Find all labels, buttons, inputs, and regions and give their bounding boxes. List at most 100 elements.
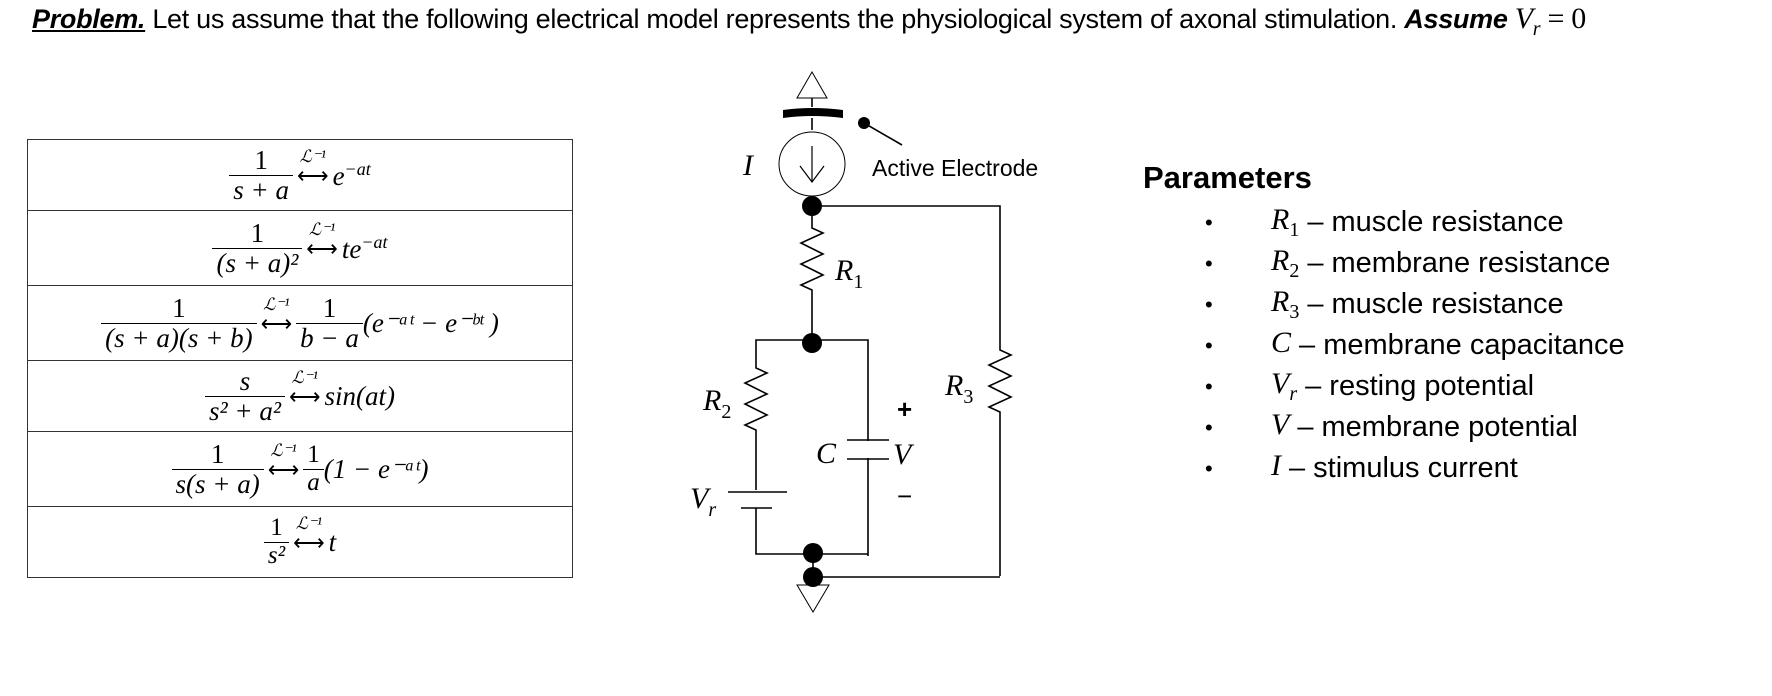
wire (755, 339, 869, 556)
wire (755, 508, 868, 555)
rhs-expression: t (328, 526, 337, 557)
inverse-laplace-operator: ℒ⁻¹ (295, 513, 323, 533)
wire (812, 205, 1001, 345)
list-item: •V– membrane potential (1143, 407, 1625, 448)
junction-node (802, 333, 822, 353)
problem-label: Problem. (32, 4, 146, 34)
lhs-fraction: 1(s + a)(s + b) (101, 294, 257, 352)
rhs-base: e (332, 160, 345, 191)
lhs-numerator: s (239, 366, 251, 397)
ground-triangle-icon (796, 584, 830, 613)
assume-label: Assume (1404, 4, 1508, 34)
param-description: – resting potential (1305, 370, 1535, 402)
r2-label: R2 (702, 384, 731, 423)
problem-text: Let us assume that the following electri… (145, 4, 1405, 34)
param-symbol: R2 (1271, 244, 1299, 283)
lhs-numerator: 1 (270, 514, 283, 542)
inverse-laplace-arrow: ℒ⁻¹⟷ (297, 148, 329, 187)
param-description: – stimulus current (1289, 452, 1518, 484)
lhs-numerator: 1 (210, 439, 225, 470)
rhs-expression: e−at (333, 159, 371, 192)
rhs-numerator: 1 (307, 441, 320, 469)
table-cell: 1(s + a)² ℒ⁻¹⟷ te−at (27, 210, 573, 286)
param-symbol: V (1271, 408, 1289, 447)
capacitor-label: C (816, 437, 837, 470)
list-item: •R1– muscle resistance (1143, 202, 1625, 243)
parameters-title: Parameters (1143, 160, 1312, 195)
circuit-diagram: I R1 R2 R3 C V Vr + − Active Electrode (690, 70, 1038, 613)
resistor-r1-icon (799, 216, 825, 343)
r3-label-base: R (944, 369, 963, 402)
inverse-laplace-arrow: ℒ⁻¹⟷ (268, 442, 300, 481)
param-symbol-base: C (1271, 326, 1292, 359)
param-symbol-base: R (1271, 203, 1290, 236)
parameters-section: Parameters •R1– muscle resistance •R2– m… (1143, 160, 1625, 489)
double-arrow-icon: ⟷ (288, 383, 321, 409)
r1-label-sub: 1 (853, 271, 863, 293)
inverse-laplace-operator: ℒ⁻¹ (270, 440, 297, 460)
lhs-denominator: (s + a)² (212, 247, 303, 277)
inverse-laplace-operator: ℒ⁻¹ (308, 219, 336, 239)
rhs-expression: (e⁻ᵃᵗ − e⁻ᵇᵗ ) (362, 307, 499, 338)
r3-label: R3 (944, 369, 973, 408)
param-symbol: R1 (1271, 203, 1299, 242)
electrode-plate-icon (783, 108, 843, 118)
assume-symbol-sub: r (1532, 18, 1541, 40)
table-row: 1(s + a)² ℒ⁻¹⟷ te−at (27, 210, 573, 286)
vr-label-sub: r (708, 499, 716, 521)
list-item: •R3– muscle resistance (1143, 284, 1625, 325)
param-symbol-base: V (1271, 367, 1290, 400)
rhs-expression: (1 − e⁻ᵃᵗ) (323, 453, 429, 484)
list-item: • Vr – resting potential (1143, 366, 1625, 407)
param-description: – membrane potential (1297, 411, 1578, 443)
bullet-icon: • (1205, 209, 1213, 235)
inverse-laplace-operator: ℒ⁻¹ (291, 367, 318, 387)
rhs-expression: sin(at) (324, 380, 395, 411)
param-symbol-base: R (1271, 244, 1290, 277)
minus-sign: − (897, 481, 912, 511)
parameters-list: •R1– muscle resistance •R2– membrane res… (1143, 202, 1625, 489)
inverse-laplace-arrow: ℒ⁻¹⟷ (261, 296, 293, 335)
rhs-exponent: −at (344, 158, 371, 179)
vr-label-base: V (690, 482, 712, 515)
inverse-laplace-operator: ℒ⁻¹ (263, 294, 290, 314)
bullet-icon: • (1205, 373, 1213, 399)
lhs-denominator: s² (263, 541, 290, 569)
double-arrow-icon: ⟷ (293, 529, 325, 555)
assume-symbol-base: V (1514, 2, 1533, 35)
r1-label: R1 (834, 254, 863, 293)
rhs-denominator: a (303, 468, 324, 496)
current-arrow-head (799, 165, 825, 183)
inverse-laplace-arrow: ℒ⁻¹⟷ (289, 369, 321, 408)
electrode-pointer-line (863, 122, 903, 146)
rhs-exponent: −at (361, 231, 388, 252)
param-symbol-sub: 2 (1289, 260, 1300, 282)
param-symbol-base: R (1271, 285, 1290, 318)
lhs-denominator: s(s + a) (171, 468, 264, 498)
param-symbol-base: I (1271, 449, 1281, 482)
rhs-denominator: b − a (296, 322, 363, 352)
inverse-laplace-arrow: ℒ⁻¹⟷ (293, 515, 325, 554)
bullet-icon: • (1205, 332, 1213, 358)
resistor-r2-icon (743, 366, 769, 490)
double-arrow-icon: ⟷ (306, 235, 338, 261)
voltage-label: V (893, 438, 915, 471)
param-symbol-sub: r (1289, 383, 1298, 405)
bullet-icon: • (1205, 291, 1213, 317)
list-item: •R2– membrane resistance (1143, 243, 1625, 284)
bullet-icon: • (1205, 250, 1213, 276)
